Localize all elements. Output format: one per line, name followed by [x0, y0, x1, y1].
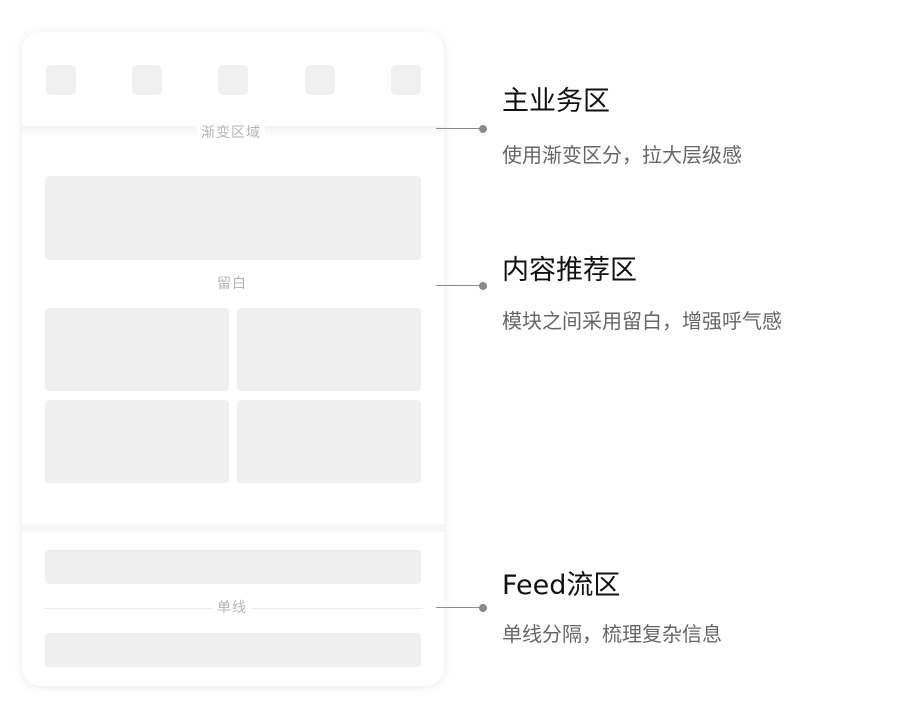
connector-dot — [479, 603, 487, 612]
feed-item-placeholder — [45, 633, 421, 667]
connector-content-recommend — [436, 281, 487, 290]
card-placeholder — [45, 400, 229, 483]
annotation-desc: 模块之间采用留白，增强呼气感 — [502, 309, 782, 333]
card-placeholder — [237, 400, 421, 483]
main-business-area — [22, 32, 444, 126]
phone-wireframe: 渐变区域 留白 单线 — [22, 32, 444, 686]
entry-icon-placeholder — [305, 65, 335, 95]
entry-icon-placeholder — [132, 65, 162, 95]
entry-icon-placeholder — [46, 65, 76, 95]
entry-icon-placeholder — [218, 65, 248, 95]
gradient-area-label: 渐变区域 — [197, 124, 265, 142]
card-placeholder — [237, 308, 421, 391]
annotation-desc: 单线分隔，梳理复杂信息 — [502, 622, 722, 646]
annotation-title: 内容推荐区 — [502, 255, 637, 286]
section-gap — [22, 524, 444, 532]
feed-item-placeholder — [45, 550, 421, 584]
annotation-title: 主业务区 — [502, 86, 610, 117]
connector-dot — [479, 281, 487, 290]
connector-feed — [436, 603, 487, 612]
single-line-label: 单线 — [213, 599, 251, 617]
card-placeholder — [45, 308, 229, 391]
annotation-desc: 使用渐变区分，拉大层级感 — [502, 143, 742, 167]
connector-main-business — [436, 124, 487, 133]
entry-icon-placeholder — [391, 65, 421, 95]
connector-dot — [479, 124, 487, 133]
annotation-title: Feed流区 — [502, 570, 621, 601]
banner-placeholder — [45, 176, 421, 260]
whitespace-label: 留白 — [213, 275, 251, 293]
